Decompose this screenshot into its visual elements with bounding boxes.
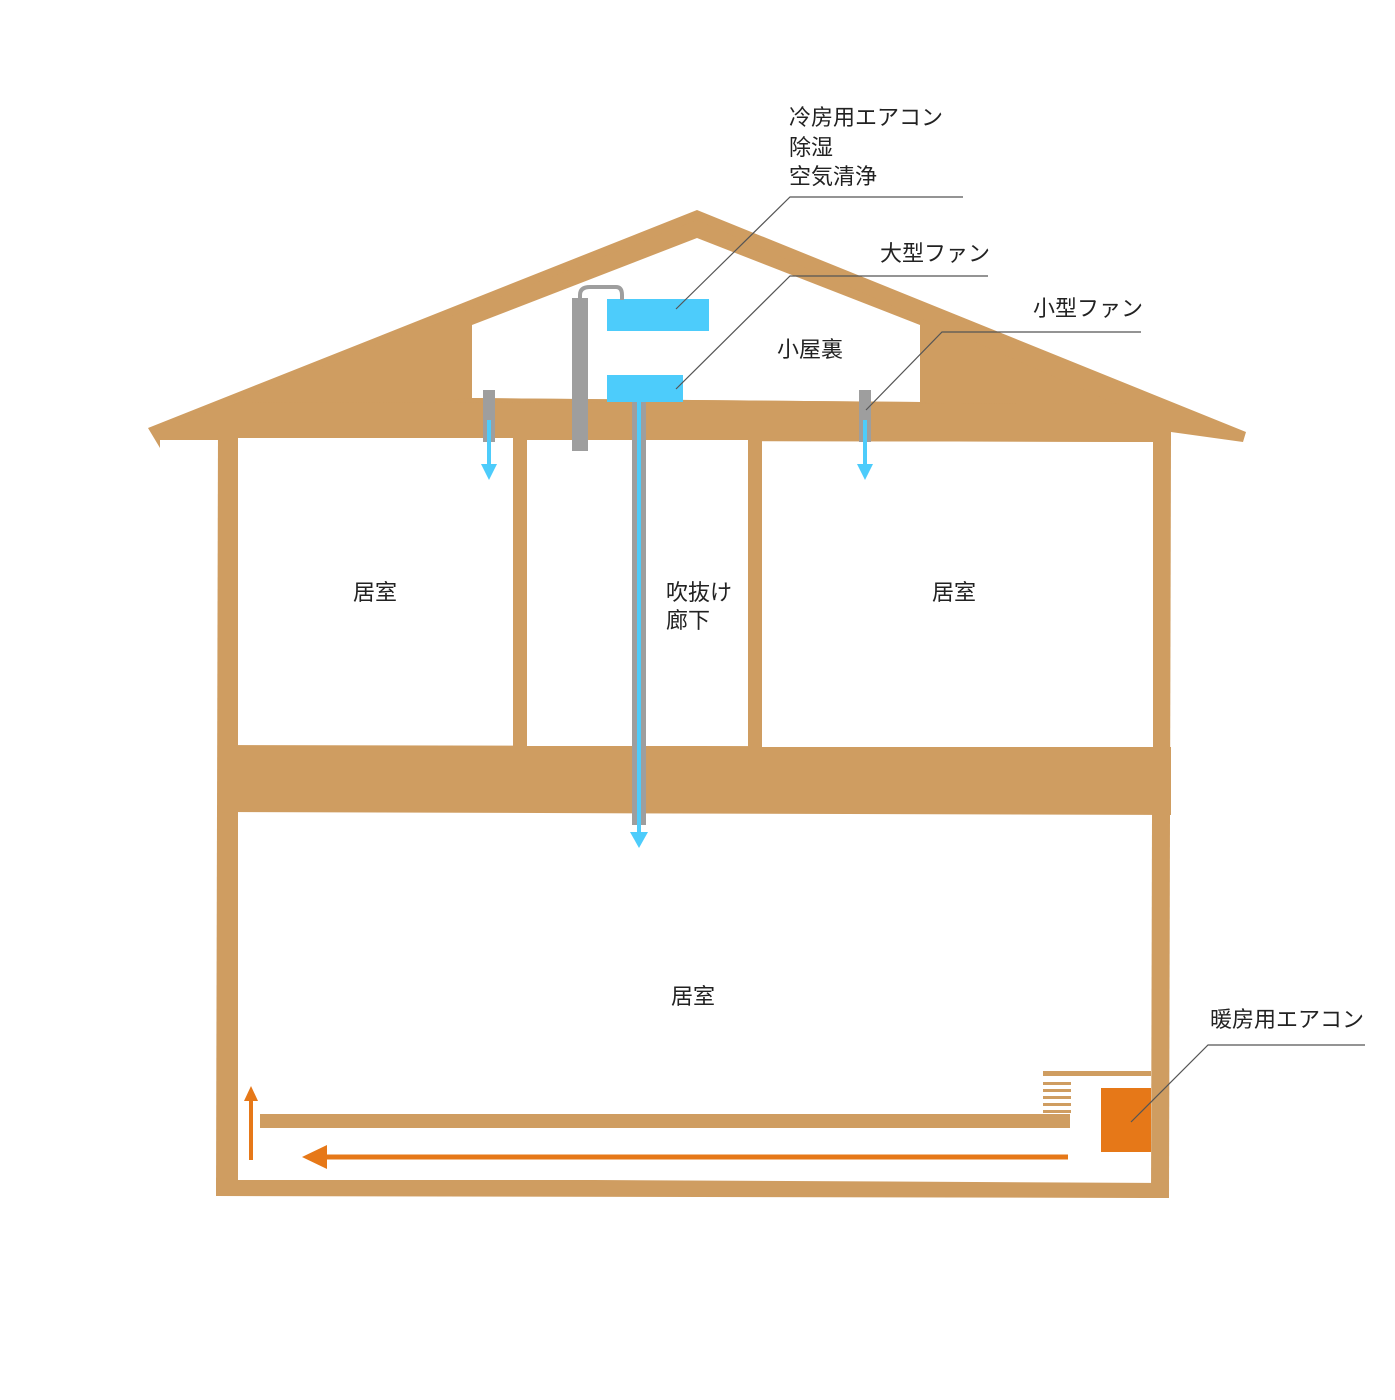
room-upper-right-space [762, 442, 1153, 747]
vent-grille-icon [1043, 1071, 1151, 1113]
ground-floor-slab [216, 1178, 1169, 1198]
heating-ac-icon [1101, 1088, 1151, 1152]
atrium-label-line2: 廊下 [666, 609, 710, 634]
small-fan-icon-left [483, 390, 495, 442]
leader-heating-ac [1130, 1044, 1365, 1123]
warm-air-arrow-up [244, 1086, 258, 1101]
leader-cooling-ac [675, 196, 963, 310]
small-fan-icon-right [859, 390, 871, 442]
large-fan-label: 大型ファン [880, 242, 990, 267]
duct-pipe-icon [578, 285, 624, 300]
attic-infill-right [697, 220, 1171, 440]
large-fan-icon [607, 375, 683, 402]
cool-air-arrow-left [481, 464, 497, 480]
leader-large-fan [675, 275, 988, 390]
mid-floor-slab [218, 745, 1171, 815]
cooling-ac-label-line3: 空気清浄 [789, 165, 877, 190]
cool-air-arrow-right [857, 464, 873, 480]
attic-label: 小屋裏 [777, 338, 843, 363]
atrium-label-line1: 吹抜け [666, 581, 732, 606]
duct-vertical [572, 298, 588, 451]
underfloor-duct-board [260, 1114, 1070, 1128]
upper-ceiling-beam [218, 402, 1171, 442]
partition-right [748, 438, 762, 748]
room-upper-left-space [238, 438, 513, 745]
room-lower-label: 居室 [671, 985, 715, 1010]
room-upper-left-label: 居室 [353, 581, 397, 606]
room-upper-right-label: 居室 [932, 581, 976, 606]
cooling-ac-label-line1: 冷房用エアコン [789, 106, 943, 131]
cooling-ac-label-line2: 除湿 [789, 136, 833, 161]
leader-small-fan [865, 331, 1141, 411]
partition-left [513, 438, 527, 748]
heating-ac-label: 暖房用エアコン [1210, 1008, 1364, 1033]
outer-wall-right [1151, 440, 1171, 1198]
cool-air-arrow-down-atrium [630, 832, 648, 848]
warm-air-arrow-left [302, 1145, 327, 1169]
small-fan-label: 小型ファン [1033, 297, 1143, 322]
attic-infill-left [160, 220, 697, 440]
cooling-ac-icon [607, 299, 709, 331]
